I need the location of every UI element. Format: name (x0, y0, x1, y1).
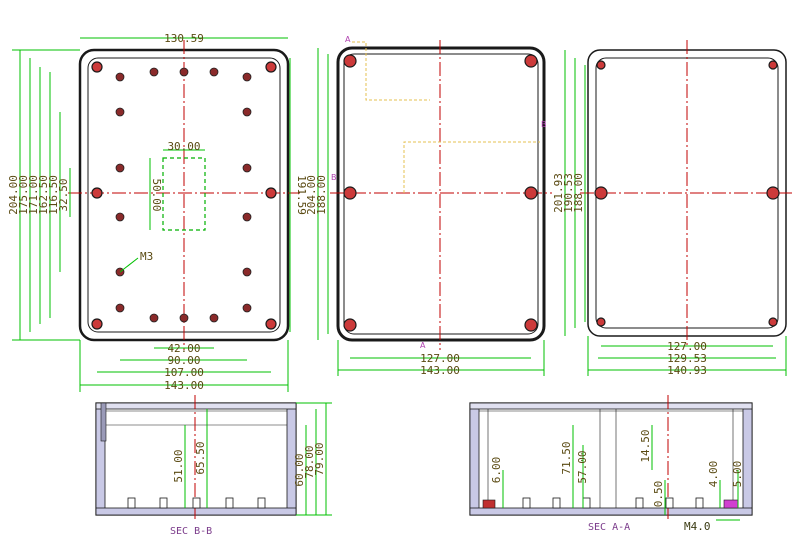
aa-dim-4-00: 4.00 (707, 461, 720, 488)
front-dim-162-50: 162.50 (37, 175, 50, 215)
base-dim-127-00: 127.00 (667, 340, 707, 353)
base-dim-201-93: 201.93 (552, 173, 565, 213)
aa-dim-71-50: 71.50 (560, 441, 573, 474)
base-dim-188-00: 188.00 (572, 173, 585, 213)
lid-section-mark-b-left: B (331, 173, 337, 182)
lid-section-mark-a-bottom: A (420, 341, 426, 350)
front-dim-191-59: 191.59 (295, 175, 308, 215)
bb-dim-65-50: 65.50 (194, 441, 207, 474)
aa-dim-6-00: 6.00 (490, 457, 503, 484)
front-dim-90-00: 90.00 (167, 354, 200, 367)
front-view: 130.59 30.00 42.00 90.00 107.00 143.00 M… (7, 32, 308, 392)
section-bb-title: SEC B-B (170, 526, 212, 537)
front-dim-171-00: 171.00 (27, 175, 40, 215)
front-dim-116-50: 116.50 (47, 175, 60, 215)
front-dim-50-00: 50.00 (150, 178, 163, 211)
aa-dim-14-50: 14.50 (639, 429, 652, 462)
base-dim-140-93: 140.93 (667, 364, 707, 377)
front-dim-130-59: 130.59 (164, 32, 204, 45)
aa-dim-0-50: 0.50 (652, 481, 665, 508)
lid-section-mark-b-right: B (541, 120, 547, 129)
front-dim-42-00: 42.00 (167, 342, 200, 355)
front-callout-m3: M3 (140, 250, 153, 263)
lid-dim-188-00: 188.00 (315, 175, 328, 215)
base-dim-190-53: 190.53 (562, 173, 575, 213)
aa-callout-m4: M4.0 (684, 520, 711, 533)
bb-dim-51-00: 51.00 (172, 449, 185, 482)
lid-view: A A B B 127.00 143.00 204.00 188.00 (305, 35, 552, 377)
lid-dim-143-00: 143.00 (420, 364, 460, 377)
bb-dim-79-00: 79.00 (313, 442, 326, 475)
front-dim-143-00: 143.00 (164, 379, 204, 392)
section-aa-title: SEC A-A (588, 522, 630, 533)
front-dim-175-00: 175.00 (17, 175, 30, 215)
lid-dim-127-00: 127.00 (420, 352, 460, 365)
bb-dim-60-00: 60.00 (293, 453, 306, 486)
base-view: 127.00 129.53 140.93 201.93 190.53 188.0… (552, 40, 795, 377)
section-bb: 51.00 65.50 60.00 78.00 79.00 SEC B-B (95, 395, 332, 537)
front-dim-107-00: 107.00 (164, 366, 204, 379)
aa-dim-5-00: 5.00 (731, 461, 744, 488)
front-dim-30-00: 30.00 (167, 140, 200, 153)
section-aa: 6.00 71.50 57.00 14.50 0.50 4.00 5.00 SE… (469, 395, 753, 533)
bb-dim-78-00: 78.00 (303, 445, 316, 478)
lid-dim-204-00: 204.00 (305, 175, 318, 215)
front-dim-32-50: 32.50 (57, 178, 70, 211)
lid-section-mark-a-top: A (345, 35, 351, 44)
aa-dim-57-00: 57.00 (576, 450, 589, 483)
front-dim-204-00: 204.00 (7, 175, 20, 215)
base-dim-129-53: 129.53 (667, 352, 707, 365)
